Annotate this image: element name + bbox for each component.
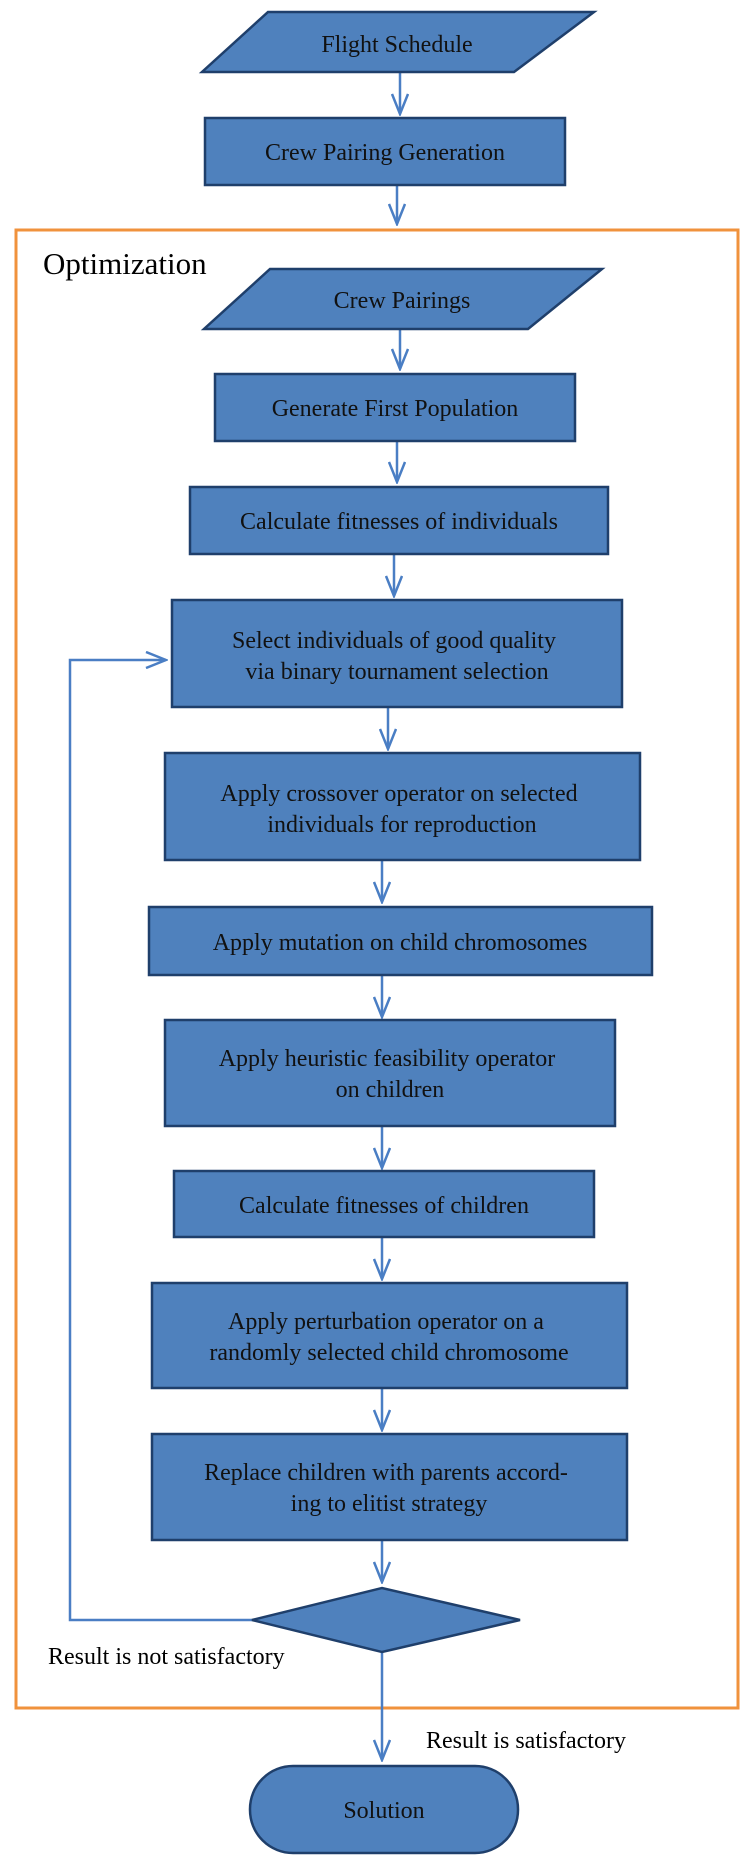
- apply-heuristic-box: [163, 1018, 617, 1128]
- solution-terminator: [248, 1764, 520, 1855]
- optimization-title: Optimization: [43, 246, 207, 281]
- solution-label: Solution: [343, 1798, 424, 1824]
- apply-perturbation-line-2: randomly selected child chromosome: [209, 1340, 568, 1366]
- calculate-fitness-children-box: [172, 1169, 596, 1239]
- select-individuals-line-1: Select individuals of good quality: [232, 628, 556, 654]
- optimization-frame: [14, 228, 740, 1710]
- select-individuals-line-2: via binary tournament selection: [245, 659, 548, 685]
- apply-crossover-label: Apply crossover operator on selected ind…: [220, 781, 583, 838]
- apply-mutation-label: Apply mutation on child chromosomes: [213, 930, 588, 956]
- flight-schedule-label: Flight Schedule: [321, 32, 472, 58]
- apply-heuristic-label: Apply heuristic feasibility operator on …: [219, 1046, 562, 1103]
- replace-children-box: [150, 1432, 629, 1542]
- satisfactory-label: Result is satisfactory: [426, 1728, 626, 1754]
- apply-heuristic-line-1: Apply heuristic feasibility operator: [219, 1046, 556, 1072]
- apply-heuristic-line-2: on children: [336, 1077, 445, 1103]
- apply-perturbation-line-1: Apply perturbation operator on a: [228, 1309, 544, 1335]
- apply-crossover-line-1: Apply crossover operator on selected: [220, 781, 577, 807]
- apply-perturbation-label: Apply perturbation operator on a randoml…: [209, 1309, 568, 1366]
- select-individuals-label: Select individuals of good quality via b…: [232, 628, 562, 685]
- loop-back-arrow: [68, 660, 252, 1622]
- flight-schedule-input: [198, 10, 598, 74]
- calculate-fitness-individuals-label: Calculate fitnesses of individuals: [240, 509, 558, 535]
- generate-first-population-box: [213, 372, 577, 443]
- crew-pairings-input: [200, 267, 606, 331]
- crew-pairing-generation-box: [203, 116, 567, 187]
- calculate-fitness-individuals-box: [188, 485, 610, 556]
- apply-mutation-box: [147, 905, 654, 977]
- apply-crossover-box: [163, 751, 642, 862]
- satisfaction-decision-diamond: [251, 1586, 521, 1654]
- calculate-fitness-children-label: Calculate fitnesses of children: [239, 1193, 529, 1219]
- replace-children-line-1: Replace children with parents accord-: [204, 1460, 568, 1486]
- crew-pairing-generation-label: Crew Pairing Generation: [265, 140, 505, 166]
- replace-children-line-2: ing to elitist strategy: [291, 1491, 488, 1517]
- apply-crossover-line-2: individuals for reproduction: [267, 812, 536, 838]
- connectors: [68, 72, 400, 1760]
- generate-first-population-label: Generate First Population: [272, 396, 519, 422]
- crew-pairings-label: Crew Pairings: [334, 288, 471, 314]
- replace-children-label: Replace children with parents accord- in…: [204, 1460, 574, 1517]
- not-satisfactory-label: Result is not satisfactory: [48, 1644, 285, 1670]
- apply-perturbation-box: [150, 1281, 629, 1390]
- select-individuals-box: [170, 598, 624, 709]
